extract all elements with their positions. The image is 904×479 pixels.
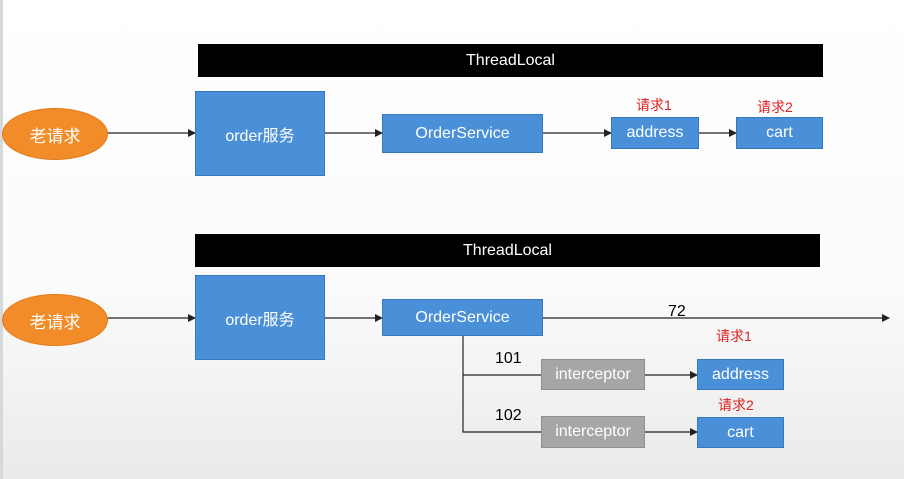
order-service-box-bottom: order服务	[195, 275, 325, 360]
line-number-101: 101	[495, 350, 522, 367]
old-request-oval-bottom: 老请求	[2, 294, 108, 346]
threadlocal-bar-top: ThreadLocal	[198, 44, 823, 77]
request2-label-bottom: 请求2	[718, 397, 754, 413]
interceptor-box-1: interceptor	[541, 359, 645, 390]
line-number-102: 102	[495, 407, 522, 424]
address-box-top: address	[611, 117, 699, 149]
request2-label-top: 请求2	[757, 99, 793, 115]
request1-label-top: 请求1	[636, 97, 672, 113]
order-service-box-top: order服务	[195, 91, 325, 176]
interceptor-box-2: interceptor	[541, 416, 645, 448]
old-request-oval-top: 老请求	[2, 108, 108, 160]
orderservice-box-top: OrderService	[382, 114, 543, 153]
left-edge-divider	[0, 0, 3, 479]
orderservice-box-bottom: OrderService	[382, 299, 543, 336]
address-box-bottom: address	[697, 359, 784, 390]
threadlocal-bar-bottom: ThreadLocal	[195, 234, 820, 267]
request1-label-bottom: 请求1	[716, 328, 752, 344]
cart-box-top: cart	[736, 117, 823, 149]
branch-line	[462, 336, 541, 433]
line-number-72: 72	[668, 303, 686, 320]
cart-box-bottom: cart	[697, 417, 784, 448]
